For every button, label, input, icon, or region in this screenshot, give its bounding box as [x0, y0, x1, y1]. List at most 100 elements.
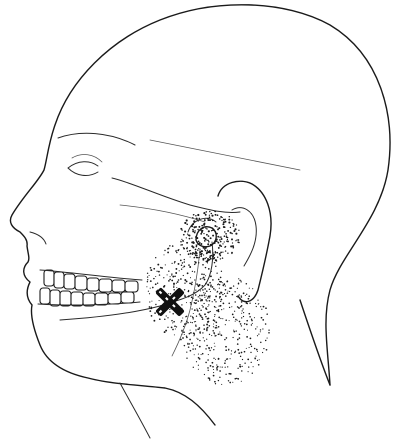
stipple-dot [214, 333, 215, 334]
stipple-dot [189, 343, 190, 344]
stipple-dot [218, 358, 220, 360]
stipple-dot [216, 273, 217, 274]
stipple-dot [241, 296, 243, 298]
stipple-dot [255, 356, 256, 357]
stipple-dot [188, 296, 190, 298]
stipple-dot [206, 228, 207, 229]
stipple-dot [199, 346, 201, 348]
stipple-dot [172, 313, 174, 315]
stipple-dot [212, 301, 213, 302]
stipple-dot [203, 337, 204, 338]
stipple-dot [250, 338, 252, 340]
stipple-dot [218, 247, 220, 249]
stipple-dot [260, 331, 261, 332]
stipple-dot [232, 245, 234, 247]
stipple-dot [224, 362, 226, 364]
stipple-dot [168, 293, 169, 294]
stipple-dot [265, 323, 267, 325]
stipple-dot [241, 281, 242, 282]
stipple-dot [196, 316, 197, 317]
stipple-dot [208, 240, 209, 241]
stipple-dot [257, 300, 258, 301]
stipple-dot [211, 255, 213, 257]
stipple-dot [256, 306, 257, 307]
stipple-dot [190, 350, 192, 352]
stipple-dot [251, 324, 252, 325]
stipple-dot [237, 368, 238, 369]
stipple-dot [186, 357, 187, 358]
stipple-dot [210, 284, 212, 286]
stipple-dot [220, 292, 221, 293]
stipple-dot [237, 296, 238, 297]
stipple-dot [203, 274, 205, 276]
stipple-dot [212, 229, 214, 231]
stipple-dot [219, 281, 221, 283]
stipple-dot [202, 318, 204, 320]
stipple-dot [186, 323, 187, 324]
stipple-dot [150, 288, 151, 289]
stipple-dot [183, 266, 185, 268]
stipple-dot [193, 332, 195, 334]
stipple-dot [218, 283, 219, 284]
stipple-dot [265, 340, 266, 341]
stipple-dot [171, 280, 173, 282]
stipple-dot [206, 240, 207, 241]
stipple-dot [227, 291, 228, 292]
stipple-dot [229, 216, 230, 217]
stipple-dot [227, 280, 229, 282]
stipple-dot [212, 362, 214, 364]
stipple-dot [164, 250, 165, 251]
stipple-dot [197, 257, 198, 258]
stipple-dot [233, 317, 235, 319]
stipple-dot [205, 283, 207, 285]
stipple-dot [239, 364, 241, 366]
stipple-dot [147, 273, 148, 274]
stipple-dot [205, 214, 207, 216]
stipple-dot [180, 241, 182, 243]
stipple-dot [225, 367, 226, 368]
stipple-dot [194, 230, 195, 231]
stipple-dot [222, 285, 223, 286]
stipple-dot [201, 273, 203, 275]
stipple-dot [203, 277, 205, 279]
stipple-dot [212, 279, 214, 281]
stipple-dot [212, 252, 213, 253]
stipple-dot [248, 371, 249, 372]
stipple-dot [169, 245, 170, 246]
stipple-dot [190, 250, 191, 251]
stipple-dot [195, 348, 196, 349]
stipple-dot [258, 334, 259, 335]
stipple-dot [260, 306, 261, 307]
stipple-dot [207, 259, 209, 261]
stipple-dot [164, 331, 166, 333]
stipple-dot [214, 225, 216, 227]
stipple-dot [233, 330, 234, 331]
stipple-dot [219, 293, 221, 295]
stipple-dot [204, 279, 206, 281]
stipple-dot [250, 344, 252, 346]
stipple-dot [189, 238, 191, 240]
stipple-dot [194, 309, 196, 311]
stipple-dot [197, 284, 198, 285]
stipple-dot [212, 330, 214, 332]
stipple-dot [240, 306, 242, 308]
stipple-dot [150, 267, 152, 269]
stipple-dot [181, 334, 182, 335]
stipple-dot [203, 292, 204, 293]
stipple-dot [202, 332, 203, 333]
stipple-dot [214, 316, 215, 317]
stipple-dot [209, 216, 211, 218]
stipple-dot [167, 274, 168, 275]
stipple-dot [151, 315, 153, 317]
stipple-dot [210, 365, 212, 367]
stipple-dot [187, 272, 189, 274]
stipple-dot [214, 306, 216, 308]
stipple-dot [178, 263, 180, 265]
stipple-dot [237, 241, 239, 243]
stipple-dot [229, 382, 231, 384]
stipple-dot [180, 339, 182, 341]
stipple-dot [231, 353, 232, 354]
stipple-dot [220, 318, 221, 319]
stipple-dot [239, 280, 240, 281]
stipple-dot [241, 352, 243, 354]
